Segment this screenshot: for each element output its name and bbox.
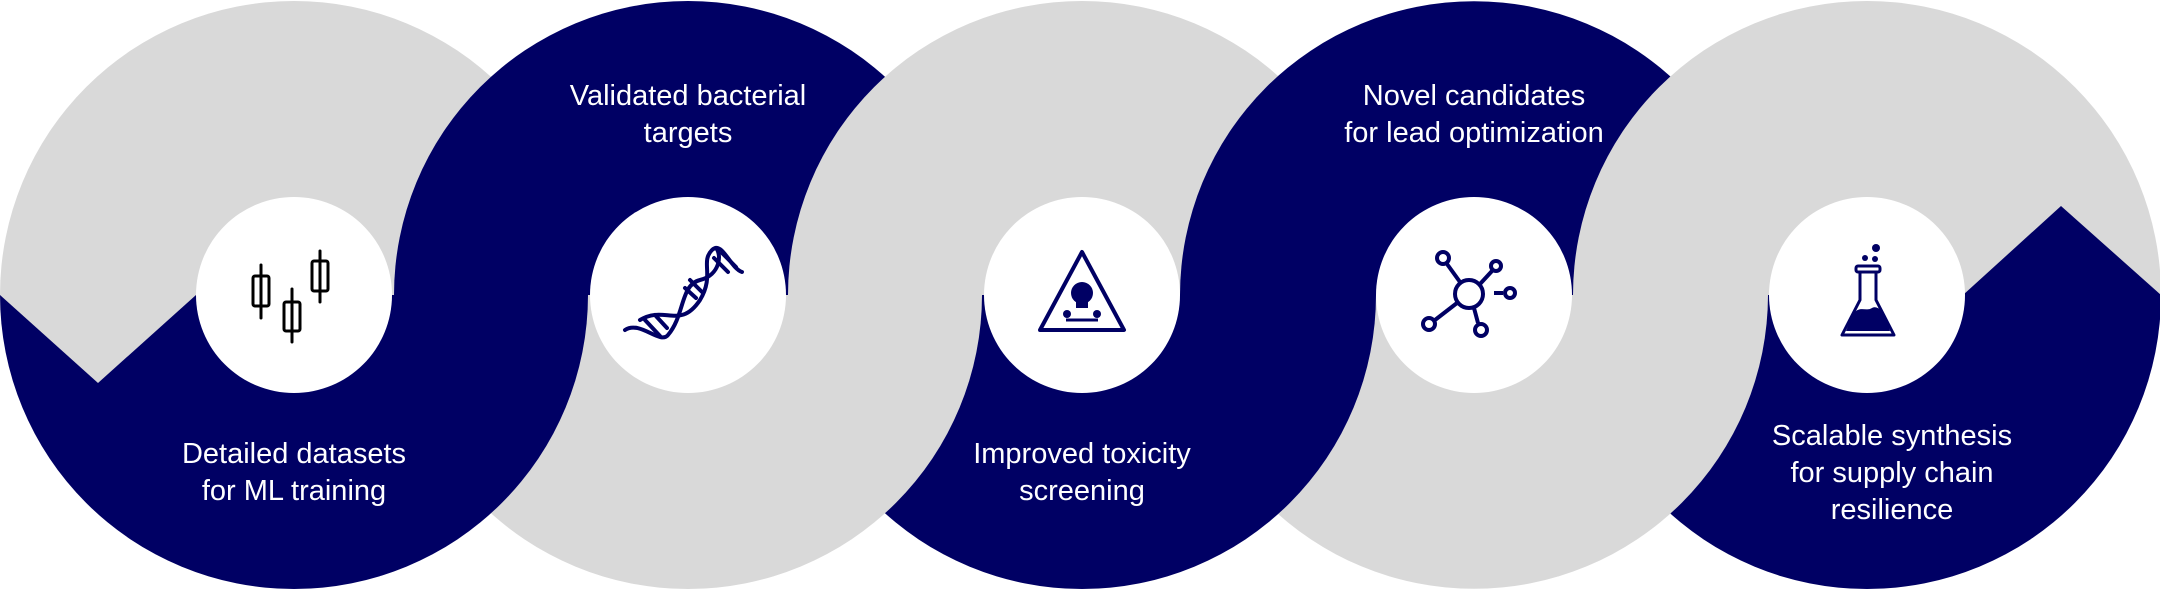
- step-4-label: Novel candidates for lead optimization: [1264, 78, 1684, 152]
- candlestick-chart-icon: [251, 249, 330, 344]
- label-line: Detailed datasets: [181, 438, 407, 470]
- step-3-label: Improved toxicity screening: [872, 436, 1292, 510]
- label-line: screening: [1019, 475, 1145, 507]
- icon-disc-5: [1769, 197, 1965, 393]
- label-line: resilience: [1830, 494, 1954, 526]
- label-line: for supply chain: [1790, 457, 1994, 489]
- step-2-label: Validated bacterial targets: [478, 78, 898, 152]
- end-arrow: [1963, 206, 2160, 295]
- step-5-label: Scalable synthesis for supply chain resi…: [1682, 418, 2102, 529]
- label-line: Improved toxicity: [973, 438, 1191, 470]
- label-line: for lead optimization: [1344, 117, 1604, 149]
- label-line: Scalable synthesis: [1771, 420, 2013, 452]
- ribbon-top-5: [1573, 1, 2160, 295]
- molecule-icon: [1421, 250, 1517, 338]
- start-chevron: [0, 295, 196, 383]
- step-1-label: Detailed datasets for ML training: [84, 436, 504, 510]
- icon-disc-4: [1376, 197, 1572, 393]
- toxic-warning-icon: [1038, 250, 1126, 332]
- label-line: for ML training: [201, 475, 387, 507]
- label-line: Novel candidates: [1362, 80, 1586, 112]
- icon-disc-1: [196, 197, 392, 393]
- dna-icon: [623, 245, 744, 340]
- flask-icon: [1840, 244, 1896, 337]
- icon-disc-2: [590, 197, 786, 393]
- label-line: Validated bacterial: [569, 80, 807, 112]
- ribbon-bottom-1: [0, 295, 588, 589]
- label-line: targets: [643, 117, 733, 149]
